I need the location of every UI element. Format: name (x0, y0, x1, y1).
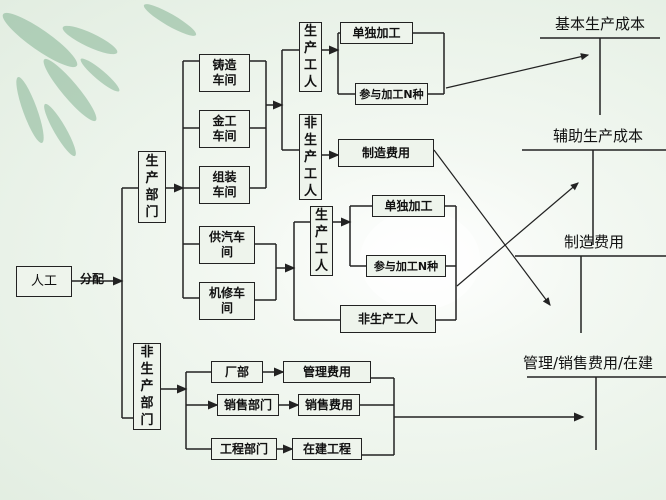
workshop-repair: 机修车间 (199, 282, 255, 320)
account-aux-production-cost: 辅助生产成本 (552, 127, 644, 145)
workshop-assembly: 组装车间 (199, 166, 250, 204)
workshop-casting: 铸造车间 (199, 54, 250, 92)
labor-root-box: 人工 (16, 266, 72, 297)
factory-office-box: 厂部 (211, 361, 263, 383)
account-basic-production-cost: 基本生产成本 (554, 15, 646, 33)
basic-nonproduction-workers: 非生产工人 (299, 114, 322, 200)
basic-multi-process: 参与加工N种 (355, 83, 428, 105)
basic-production-workers: 生产工人 (299, 22, 322, 92)
account-admin-sales-construction: 管理/销售费用/在建 (522, 354, 654, 372)
production-dept-box: 生产部门 (138, 151, 166, 223)
nonproduction-dept-box: 非生产部门 (133, 343, 161, 430)
admin-expense-box: 管理费用 (283, 361, 371, 383)
construction-in-progress-box: 在建工程 (292, 438, 362, 460)
basic-single-process: 单独加工 (340, 22, 413, 44)
workshop-metalwork: 金工车间 (199, 110, 250, 148)
sales-expense-box: 销售费用 (298, 394, 360, 416)
aux-production-workers: 生产工人 (310, 206, 333, 276)
aux-nonproduction-workers: 非生产工人 (340, 305, 436, 333)
workshop-steam: 供汽车间 (199, 226, 255, 264)
engineering-dept-box: 工程部门 (211, 438, 277, 460)
sales-dept-box: 销售部门 (217, 394, 279, 416)
allocate-label: 分配 (80, 272, 105, 286)
aux-single-process: 单独加工 (372, 195, 445, 217)
aux-multi-process: 参与加工N种 (366, 255, 446, 277)
basic-overhead: 制造费用 (338, 139, 434, 167)
account-manufacturing-overhead: 制造费用 (563, 233, 625, 251)
